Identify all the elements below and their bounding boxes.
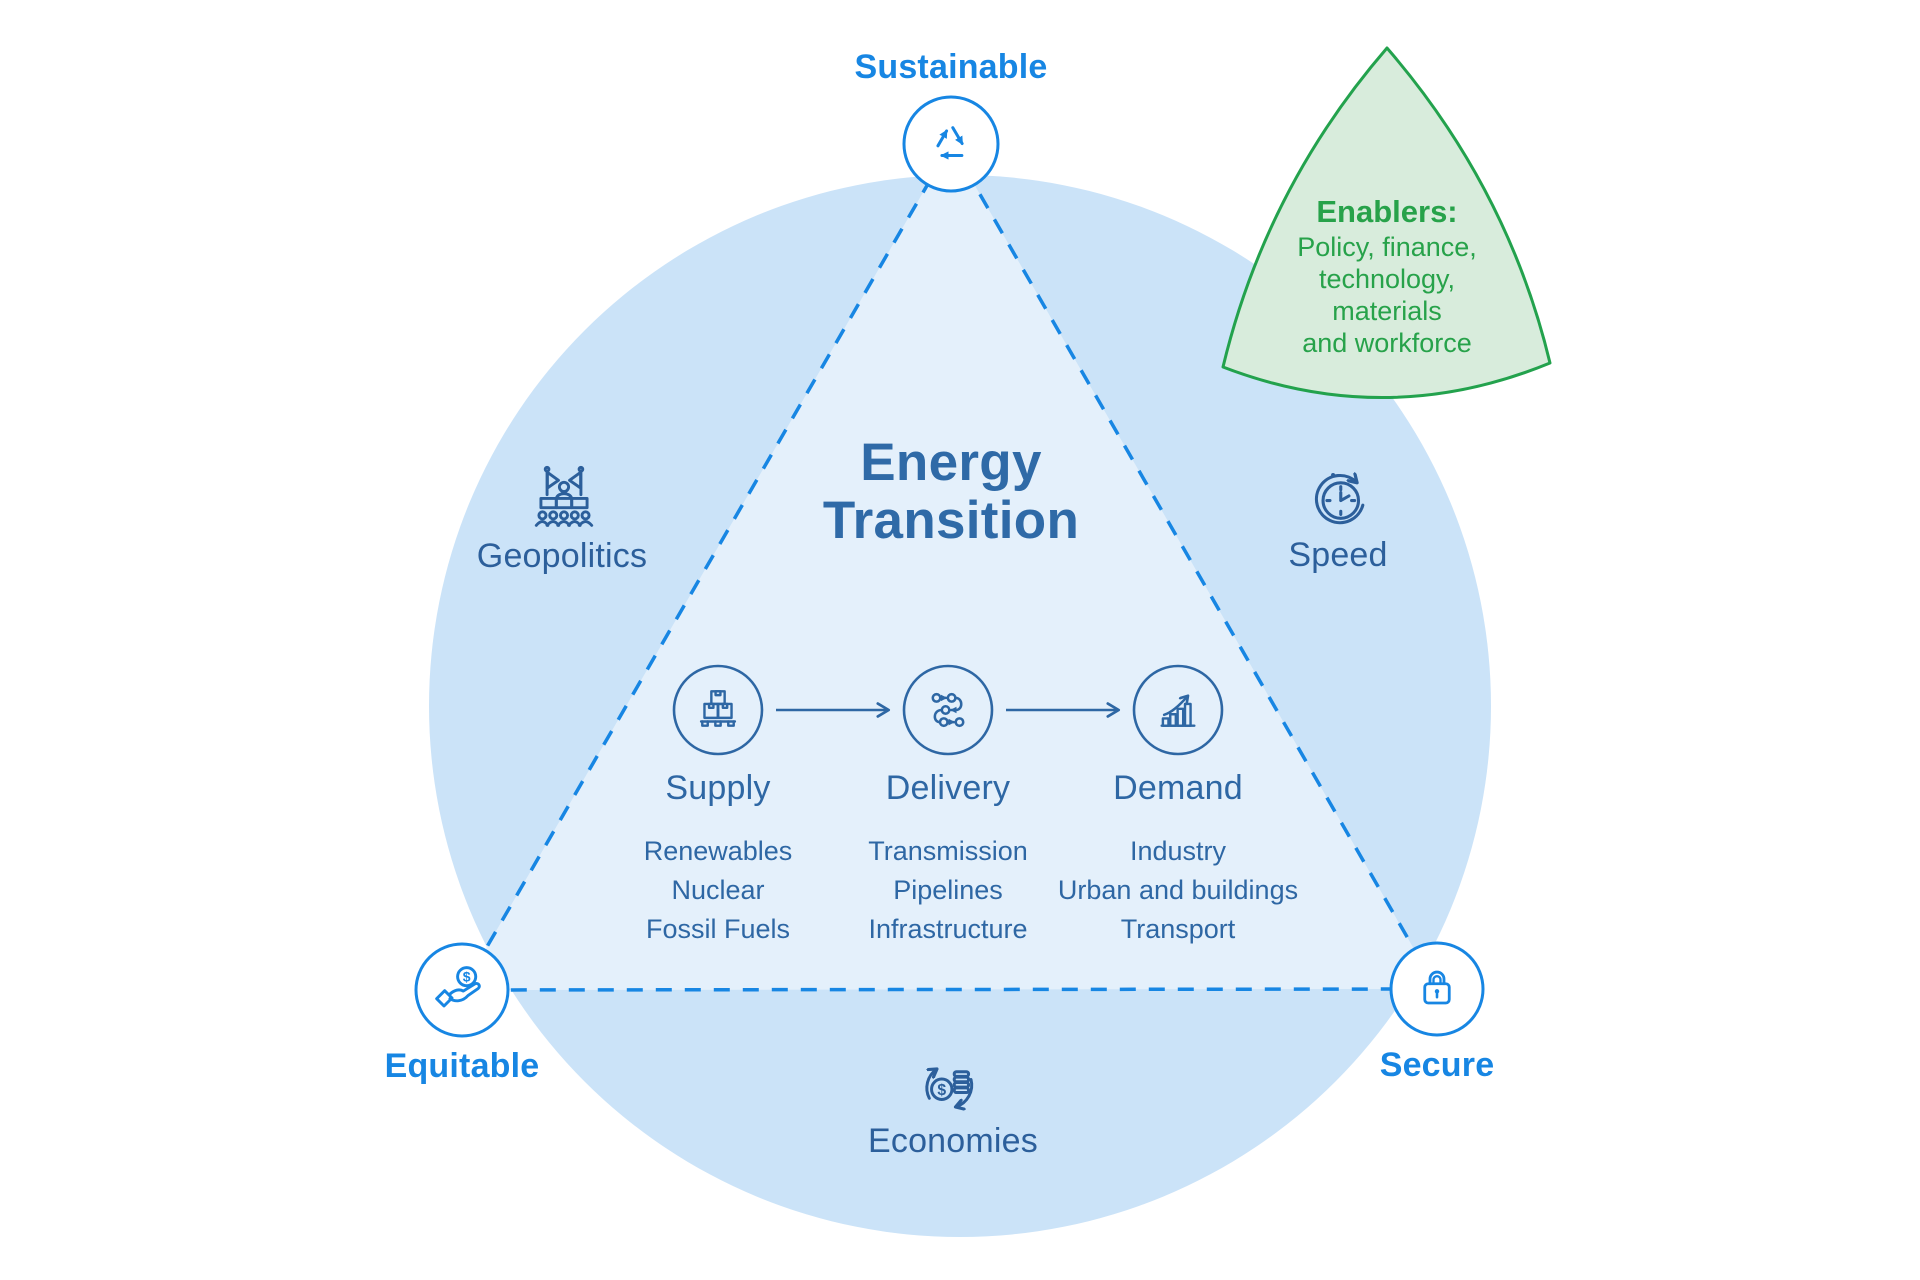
label-secure: Secure (1379, 1046, 1495, 1084)
enablers-line: Policy, finance, (1297, 232, 1477, 262)
flow-circle-demand (1132, 664, 1224, 756)
coins-cycle-icon: $ (925, 1051, 974, 1123)
vertex-circle-sustainable (902, 95, 1000, 193)
enablers-heading: Enablers: (1316, 194, 1458, 229)
label-geopolitics: Geopolitics (476, 537, 648, 575)
list-item: Renewables (643, 836, 793, 866)
padlock-icon (1423, 970, 1451, 1005)
triangle-fill (462, 144, 1437, 990)
vertex-circle-secure (1389, 941, 1485, 1037)
pallet-boxes-icon (699, 690, 737, 727)
delivery-items: Transmission Pipelines Infrastructure (868, 832, 1028, 949)
flow-circle-delivery (902, 664, 994, 756)
label-speed: Speed (1288, 536, 1388, 574)
enablers-block: Enablers: Policy, finance, technology, m… (1297, 193, 1477, 359)
list-item: Fossil Fuels (645, 914, 791, 944)
growth-chart-icon (1160, 681, 1196, 727)
triangle-dashed-border (458, 140, 1441, 992)
page-title: Energy Transition (823, 434, 1079, 550)
clock-arrow-icon (1314, 462, 1365, 525)
label-delivery: Delivery (885, 769, 1011, 807)
recycle-icon (936, 126, 964, 160)
label-demand: Demand (1113, 769, 1243, 807)
route-icon (931, 692, 965, 728)
label-supply: Supply (665, 769, 771, 807)
list-item: Urban and buildings (1057, 875, 1299, 905)
list-item: Transmission (868, 836, 1028, 866)
list-item: Pipelines (893, 875, 1003, 905)
label-sustainable: Sustainable (854, 48, 1048, 86)
supply-items: Renewables Nuclear Fossil Fuels (644, 832, 793, 949)
hand-coin-icon: $ (435, 966, 481, 1008)
list-item: Transport (1120, 914, 1236, 944)
title-line-2: Transition (822, 491, 1080, 550)
enablers-line: materials (1332, 296, 1442, 326)
list-item: Nuclear (671, 875, 765, 905)
label-equitable: Equitable (384, 1047, 540, 1085)
list-item: Infrastructure (868, 914, 1028, 944)
enablers-line: technology, (1318, 264, 1456, 294)
label-economies: Economies (868, 1122, 1038, 1160)
dollar-symbol: $ (937, 1082, 946, 1099)
enablers-shape (1221, 46, 1552, 400)
dollar-symbol: $ (463, 969, 471, 985)
list-item: Industry (1129, 836, 1227, 866)
title-line-1: Energy (860, 433, 1042, 492)
enablers-line: and workforce (1302, 328, 1472, 358)
demand-items: Industry Urban and buildings Transport (1058, 832, 1298, 949)
podium-flags-icon (534, 465, 594, 527)
flow-circle-supply (672, 664, 764, 756)
